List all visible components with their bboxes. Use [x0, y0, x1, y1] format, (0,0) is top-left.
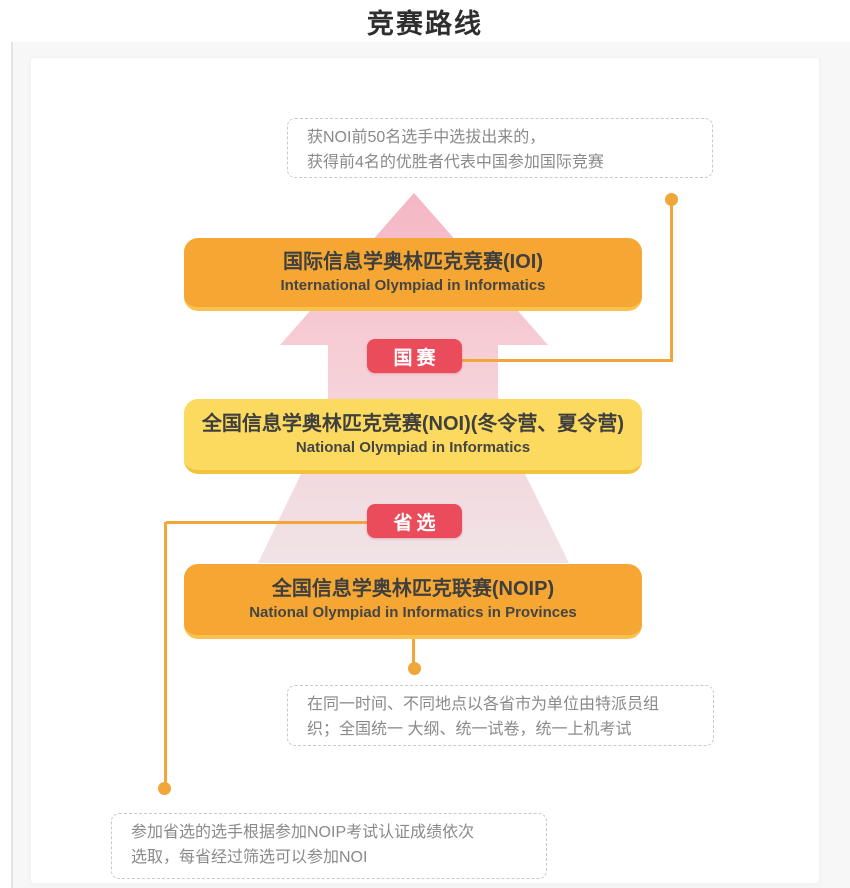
- connector-noip-vline: [412, 639, 415, 663]
- connector-provincial-hline: [166, 521, 367, 524]
- connector-noip-dot: [408, 662, 421, 675]
- callout-line: 参加省选的选手根据参加NOIP考试认证成绩依次: [131, 824, 475, 841]
- callout-noip-note: 在同一时间、不同地点以各省市为单位由特派员组 织；全国统一 大纲、统一试卷，统一…: [287, 685, 714, 746]
- left-border-line: [11, 42, 13, 888]
- tier-ioi-title-zh: 国际信息学奥林匹克竞赛(IOI): [283, 251, 543, 274]
- badge-national-round: 国赛: [367, 339, 462, 373]
- tier-noi-title-en: National Olympiad in Informatics: [295, 439, 531, 457]
- callout-provincial-note: 参加省选的选手根据参加NOIP考试认证成绩依次 选取，每省经过筛选可以参加NOI: [111, 813, 547, 879]
- tier-noi-title-zh: 全国信息学奥林匹克竞赛(NOI)(冬令营、夏令营): [201, 413, 625, 436]
- badge-provincial-selection: 省选: [367, 504, 462, 538]
- tier-noip-title-en: National Olympiad in Informatics in Prov…: [249, 604, 577, 622]
- connector-national-hline: [462, 359, 673, 362]
- tier-ioi-title-en: International Olympiad in Informatics: [280, 277, 546, 295]
- tier-ioi: 国际信息学奥林匹克竞赛(IOI) International Olympiad …: [184, 238, 642, 311]
- callout-ioi-note: 获NOI前50名选手中选拔出来的， 获得前4名的优胜者代表中国参加国际竞赛: [287, 118, 713, 178]
- connector-provincial-dot: [158, 782, 171, 795]
- connector-provincial-vline: [164, 522, 167, 783]
- callout-line: 在同一时间、不同地点以各省市为单位由特派员组: [307, 696, 660, 713]
- diagram-card: 获NOI前50名选手中选拔出来的， 获得前4名的优胜者代表中国参加国际竞赛 国际…: [30, 57, 820, 884]
- callout-line: 获NOI前50名选手中选拔出来的，: [307, 129, 546, 146]
- callout-line: 选取，每省经过筛选可以参加NOI: [131, 848, 368, 866]
- connector-national-vline: [670, 204, 673, 361]
- tier-noip: 全国信息学奥林匹克联赛(NOIP) National Olympiad in I…: [184, 564, 642, 639]
- callout-line: 获得前4名的优胜者代表中国参加国际竞赛: [307, 153, 604, 171]
- tier-noip-title-zh: 全国信息学奥林匹克联赛(NOIP): [271, 578, 555, 601]
- page-title: 竞赛路线: [367, 9, 483, 39]
- connector-national-dot: [665, 193, 678, 206]
- callout-line: 织；全国统一 大纲、统一试卷，统一上机考试: [307, 720, 632, 738]
- tier-noi: 全国信息学奥林匹克竞赛(NOI)(冬令营、夏令营) National Olymp…: [184, 399, 642, 474]
